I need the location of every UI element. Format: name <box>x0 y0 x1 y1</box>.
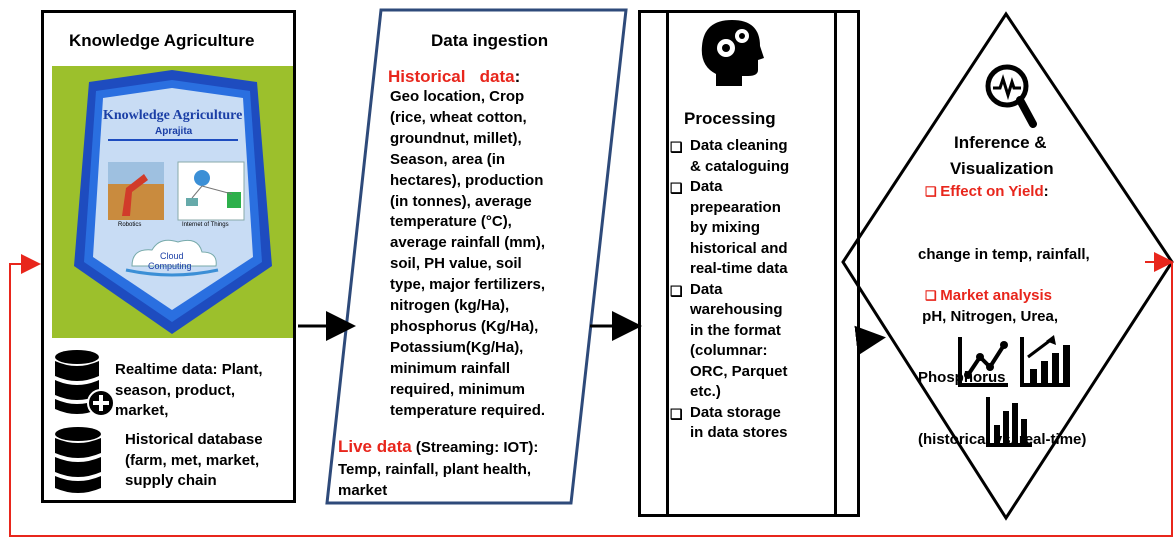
realtime-data-text: Realtime data: Plant, season, product, m… <box>115 360 263 422</box>
checkbox-icon: ❑ <box>925 288 941 303</box>
inference-title-2: Visualization <box>950 159 1054 178</box>
realtime-line: market, <box>115 402 169 419</box>
historical-line: Season, area (in <box>390 150 506 168</box>
realtime-line: Realtime data: Plant, <box>115 361 263 378</box>
processing-item: ❑ Data storage in data stores <box>670 403 835 444</box>
database-plus-icon <box>55 350 115 417</box>
processing-line: in the format <box>690 321 781 339</box>
historical-line: Potassium(Kg/Ha), <box>390 338 524 356</box>
badge-title: Knowledge Agriculture <box>103 108 243 123</box>
historical-data-label: Historical data: <box>388 67 520 87</box>
processing-item: ❑ Data cleaning & cataloguing <box>670 136 835 177</box>
historical-data-heading: Historical data <box>388 67 515 86</box>
processing-item: ❑ Data warehousing in the format (columnar:… <box>670 280 835 403</box>
effect-line: change in temp, rainfall, <box>918 246 1090 263</box>
processing-line: historical and <box>690 239 788 257</box>
effect-on-yield-list: change in temp, rainfall, pH, Nitrogen, … <box>918 204 1090 471</box>
magnifier-pulse-icon <box>985 64 1037 128</box>
processing-line: warehousing <box>690 301 783 318</box>
historical-db-line: supply chain <box>125 472 217 489</box>
inference-diamond <box>841 11 1174 521</box>
processing-line: etc.) <box>690 383 721 400</box>
historical-line: nitrogen (kg/Ha), <box>390 297 510 315</box>
market-analysis-label: ❑ Market analysis <box>925 287 1052 304</box>
checkbox-icon: ❑ <box>670 405 683 422</box>
processing-line: in data stores <box>690 424 788 441</box>
processing-line: prepearation <box>690 198 781 216</box>
processing-line: ORC, Parquet <box>690 362 788 380</box>
effect-line: pH, Nitrogen, Urea, <box>918 307 1059 325</box>
historical-line: temperature required. <box>390 401 546 419</box>
inference-title-1: Inference & <box>954 133 1047 152</box>
processing-line: (columnar: <box>690 342 768 359</box>
historical-line: required, minimum <box>390 380 526 398</box>
knowledge-badge-image <box>52 66 293 338</box>
historical-line: groundnut, millet), <box>390 129 522 147</box>
processing-divider-left <box>666 13 669 514</box>
live-line: Temp, rainfall, plant health, <box>338 461 532 478</box>
processing-box <box>638 10 860 517</box>
badge-cloud-label-1: Cloud <box>160 251 184 261</box>
historical-line: hectares), production <box>390 171 544 189</box>
badge-robotics-label: Robotics <box>118 222 142 228</box>
processing-list: ❑ Data cleaning & cataloguing ❑ Data prepe… <box>670 136 835 444</box>
live-line: market <box>338 481 388 499</box>
live-data-heading: Live data <box>338 437 412 456</box>
processing-line: Data <box>690 178 723 195</box>
processing-line: Data cleaning <box>690 137 788 154</box>
live-data-list: Temp, rainfall, plant health, market <box>338 460 531 501</box>
historical-colon: : <box>514 67 521 86</box>
historical-line: type, major fertilizers, <box>390 276 546 294</box>
bar-chart-icon <box>986 397 1032 447</box>
historical-line: phosphorus (Kg/Ha), <box>390 317 539 335</box>
historical-db-line: Historical database <box>125 431 263 448</box>
processing-item: ❑ Data prepearation by mixing historical an… <box>670 177 835 280</box>
knowledge-agriculture-box <box>41 10 296 503</box>
head-gears-icon <box>701 20 764 86</box>
database-icon <box>55 427 101 493</box>
ingestion-title: Data ingestion <box>431 31 549 50</box>
bar-chart-up-icon <box>1020 335 1070 387</box>
checkbox-icon: ❑ <box>925 184 941 199</box>
processing-line: by mixing <box>690 219 761 236</box>
effect-on-yield-heading: Effect on Yield <box>940 183 1044 200</box>
checkbox-icon: ❑ <box>670 282 683 299</box>
checkbox-icon: ❑ <box>670 180 683 196</box>
market-analysis-heading: Market analysis <box>940 287 1053 304</box>
historical-data-list: Geo location, Crop (rice, wheat cotton, … <box>390 87 545 422</box>
processing-line: Data <box>690 280 723 298</box>
processing-line: real-time data <box>690 260 788 277</box>
historical-line: temperature (°C), <box>390 213 512 231</box>
historical-line: Geo location, Crop <box>390 88 525 105</box>
historical-database-text: Historical database (farm, met, market, … <box>125 430 263 492</box>
processing-line: & cataloguing <box>690 157 790 175</box>
badge-cloud-label-2: Computing <box>148 261 192 271</box>
badge-subtitle: Aprajita <box>155 126 193 137</box>
historical-line: soil, PH value, soil <box>390 255 522 273</box>
processing-title: Processing <box>684 109 776 128</box>
realtime-line: season, product, <box>115 381 236 399</box>
badge-iot-label: Internet of Things <box>182 222 229 228</box>
line-chart-icon <box>958 337 1008 387</box>
processing-divider-right <box>834 13 837 514</box>
effect-on-yield-label: ❑ Effect on Yield: <box>925 183 1049 200</box>
live-data-streaming: (Streaming: IOT): <box>411 439 539 456</box>
knowledge-title: Knowledge Agriculture <box>69 31 255 50</box>
checkbox-icon: ❑ <box>670 139 683 155</box>
historical-line: minimum rainfall <box>390 359 511 377</box>
historical-line: average rainfall (mm), <box>390 234 546 252</box>
historical-db-line: (farm, met, market, <box>125 451 260 469</box>
processing-line: Data storage <box>690 403 781 421</box>
live-data-label: Live data (Streaming: IOT): <box>338 437 538 457</box>
historical-line: (rice, wheat cotton, <box>390 108 527 126</box>
historical-line: (in tonnes), average <box>390 192 532 210</box>
effect-colon: : <box>1043 183 1049 200</box>
